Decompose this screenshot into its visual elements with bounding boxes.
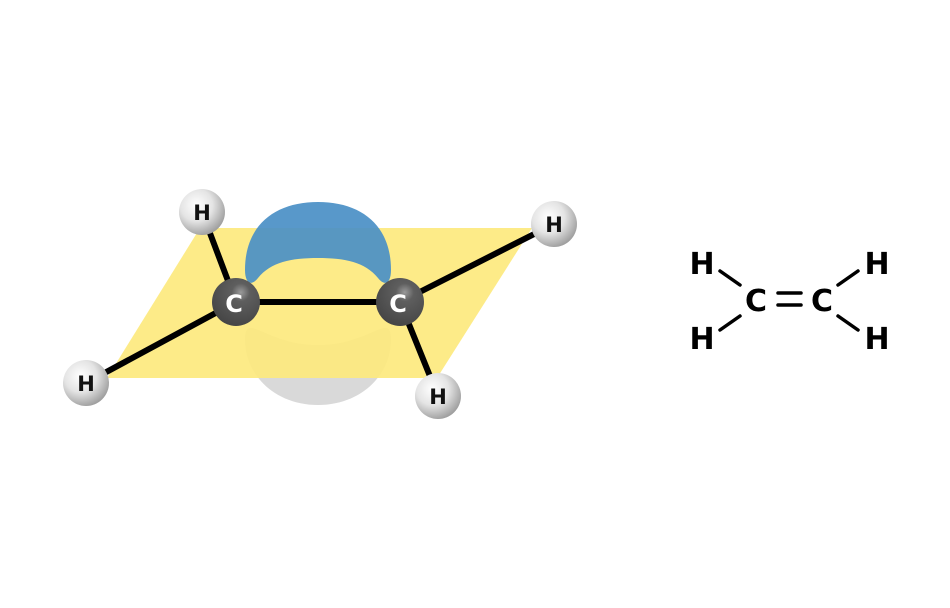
formula-bond-bottom-left bbox=[718, 314, 742, 332]
carbon-atom-right: C bbox=[376, 278, 424, 326]
formula-h-bottom-left: H bbox=[689, 322, 714, 357]
hydrogen-atom-top-left: H bbox=[179, 189, 225, 235]
atom-label: H bbox=[429, 385, 447, 409]
formula-c-right: C bbox=[811, 284, 833, 319]
atom-label: C bbox=[225, 290, 243, 318]
formula-c-left: C bbox=[745, 284, 767, 319]
hydrogen-atom-bottom-left: H bbox=[63, 360, 109, 406]
formula-bond-bottom-right bbox=[836, 314, 860, 332]
hydrogen-atom-top-right: H bbox=[531, 201, 577, 247]
bond-h-top-right bbox=[397, 221, 557, 305]
atom-label: C bbox=[389, 290, 407, 318]
atom-label: H bbox=[193, 201, 211, 225]
formula-h-top-right: H bbox=[864, 247, 889, 282]
formula-bonds bbox=[718, 269, 860, 332]
formula-h-top-left: H bbox=[689, 247, 714, 282]
pi-orbital-upper-lobe bbox=[245, 202, 391, 283]
formula-h-bottom-right: H bbox=[864, 322, 889, 357]
structural-formula: H H C C H H bbox=[689, 247, 889, 357]
formula-bond-top-left bbox=[718, 269, 742, 287]
atom-label: H bbox=[77, 372, 95, 396]
hydrogen-atom-bottom-right: H bbox=[415, 373, 461, 419]
formula-bond-top-right bbox=[836, 269, 860, 287]
bond-h-bottom-left bbox=[83, 299, 239, 386]
carbon-atom-left: C bbox=[212, 278, 260, 326]
atom-label: H bbox=[545, 213, 563, 237]
